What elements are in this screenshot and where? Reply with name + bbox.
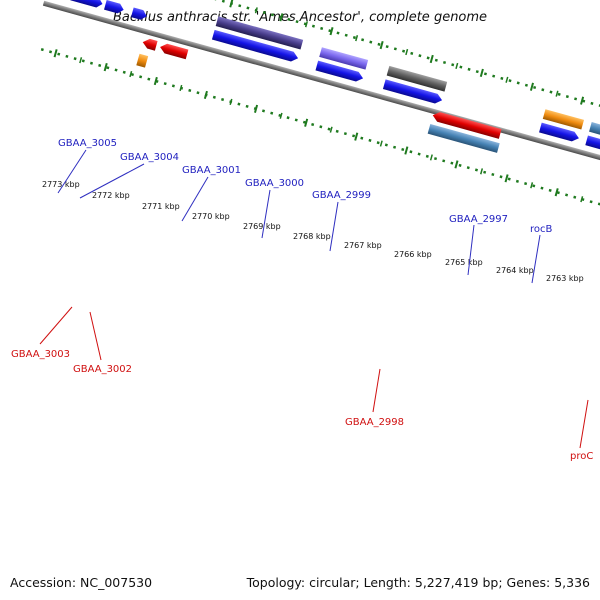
gene-label-2998[interactable]: GBAA_2998 — [345, 417, 404, 428]
cds-3005[interactable] — [70, 0, 104, 9]
gene-label-3003[interactable]: GBAA_3003 — [11, 349, 70, 360]
gene-2998[interactable] — [427, 123, 500, 153]
genome-summary-text: Topology: circular; Length: 5,227,419 bp… — [246, 575, 590, 590]
scale-tick — [479, 68, 484, 77]
scale-tick — [554, 188, 559, 197]
scale-tick — [229, 0, 234, 8]
scale-half-tick — [355, 35, 359, 42]
scale-tick — [379, 40, 384, 50]
scale-half-tick — [455, 62, 459, 70]
kbp-label: 2769 kbp — [243, 222, 281, 231]
kbp-label: 2772 kbp — [92, 191, 130, 200]
scale-tick — [304, 118, 309, 127]
gene-3003[interactable] — [136, 53, 149, 68]
scale-half-tick — [279, 112, 283, 119]
gene-label-2997[interactable]: GBAA_2997 — [449, 214, 508, 225]
top-scale-ticks — [229, 0, 585, 105]
gene-label-3004[interactable]: GBAA_3004 — [120, 152, 179, 163]
gene-label-3002[interactable]: GBAA_3002 — [73, 364, 132, 375]
scale-half-tick — [405, 48, 409, 56]
gene-2997[interactable] — [542, 109, 585, 130]
gene-label-3005[interactable]: GBAA_3005 — [58, 138, 117, 149]
kbp-label: 2766 kbp — [394, 250, 432, 259]
scale-tick — [153, 76, 158, 86]
scale-tick — [329, 27, 334, 36]
scale-tick — [404, 146, 409, 155]
scale-half-tick — [79, 57, 83, 64]
gene-label-2999[interactable]: GBAA_2999 — [312, 190, 371, 201]
cds-2999[interactable] — [382, 79, 443, 105]
kbp-label: 2767 kbp — [344, 241, 382, 250]
gene-label-3000[interactable]: GBAA_3000 — [245, 178, 304, 189]
gene-label-rocB[interactable]: rocB — [530, 224, 553, 235]
kbp-label: 2763 kbp — [546, 274, 584, 283]
scale-half-tick — [505, 76, 509, 83]
kbp-label: 2764 kbp — [496, 266, 534, 275]
gene-label-3001[interactable]: GBAA_3001 — [182, 165, 241, 176]
cds-3003[interactable] — [141, 37, 158, 51]
kbp-labels: 2773 kbp 2772 kbp 2771 kbp 2770 kbp 2769… — [42, 180, 584, 283]
scale-half-tick — [429, 154, 433, 161]
cds-2997[interactable] — [539, 122, 580, 143]
scale-half-tick — [304, 21, 308, 28]
scale-half-tick — [479, 168, 484, 175]
scale-tick — [279, 13, 284, 22]
cds-3002[interactable] — [159, 42, 189, 60]
cds-3004b[interactable] — [131, 7, 148, 21]
scale-half-tick — [530, 182, 534, 189]
scale-tick — [580, 96, 585, 105]
bottom-scale-ticks — [53, 49, 584, 203]
bottom-scale-line — [40, 48, 600, 225]
forward-gene-labels: GBAA_3005 GBAA_3004 GBAA_3001 GBAA_3000 … — [57, 138, 553, 284]
scale-half-tick — [179, 84, 183, 92]
scale-tick — [454, 160, 459, 169]
top-scale-line — [66, 0, 600, 133]
kbp-label: 2773 kbp — [42, 180, 80, 189]
accession-text: Accession: NC_007530 — [10, 575, 153, 590]
scale-half-tick — [379, 140, 383, 147]
scale-tick — [103, 63, 108, 72]
gene-3001[interactable] — [215, 16, 304, 50]
cds-3001[interactable] — [211, 29, 299, 63]
gene-label-proC[interactable]: proC — [570, 451, 593, 462]
scale-half-tick — [580, 196, 584, 203]
gene-2999[interactable] — [386, 65, 448, 92]
scale-half-tick — [254, 7, 258, 14]
reverse-gene-labels: GBAA_3003 GBAA_3002 GBAA_2998 proC — [11, 306, 593, 462]
scale-half-tick — [555, 90, 559, 97]
scale-tick — [529, 82, 534, 91]
kbp-label: 2771 kbp — [142, 202, 180, 211]
kbp-label: 2765 kbp — [445, 258, 483, 267]
kbp-label: 2770 kbp — [192, 212, 230, 221]
kbp-label: 2768 kbp — [293, 232, 331, 241]
scale-half-tick — [329, 126, 333, 133]
scale-tick — [203, 90, 208, 100]
genome-backbone — [42, 0, 600, 188]
scale-tick — [504, 174, 509, 183]
cds-3004[interactable] — [104, 0, 125, 15]
scale-tick — [354, 132, 359, 141]
cds-3000[interactable] — [315, 60, 364, 83]
diagram-title: Bacillus anthracis str. 'Ames Ancestor',… — [112, 10, 488, 25]
scale-half-tick — [129, 70, 133, 78]
scale-tick — [429, 54, 434, 64]
gene-3000[interactable] — [319, 47, 369, 70]
cds-2998[interactable] — [431, 110, 502, 139]
scale-tick — [53, 49, 58, 58]
scale-tick — [253, 104, 259, 113]
scale-half-tick — [229, 98, 233, 105]
